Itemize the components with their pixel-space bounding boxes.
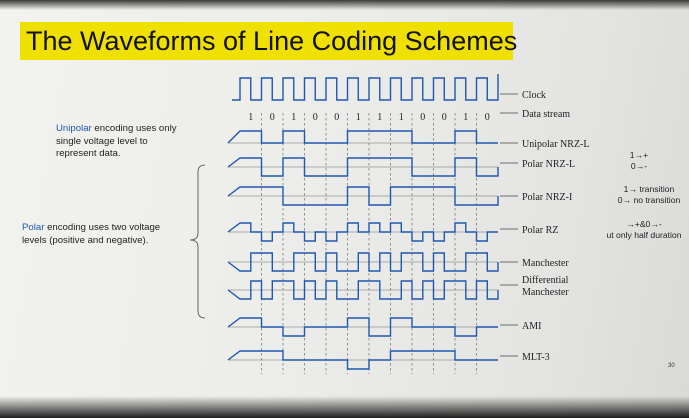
data-bit: 1 — [356, 112, 361, 123]
mlt-3-waveform — [227, 350, 498, 370]
polar-note-line-2: levels (positive and negative). — [22, 234, 149, 246]
polar-highlight: Polar — [22, 222, 45, 233]
page-number: 30 — [668, 363, 675, 369]
note-rz-line-1: →+&0→- — [626, 219, 662, 229]
data-bit: 1 — [399, 112, 404, 123]
clock-label: Clock — [522, 90, 546, 101]
title-highlight — [20, 22, 513, 60]
data-bit: 1 — [291, 112, 296, 123]
page-title: The Waveforms of Line Coding Schemes — [26, 26, 518, 56]
polar-nrz-i-label: Polar NRZ-I — [522, 192, 572, 203]
unipolar-nrz-l-waveform — [227, 130, 498, 144]
note-nrz-l-line-1: 1→+ — [629, 150, 649, 160]
differential-manchester-label: Manchester — [522, 287, 569, 298]
clock-waveform — [232, 74, 499, 101]
mlt-3-row: MLT-3 — [227, 350, 550, 370]
data-bit: 0 — [442, 112, 447, 123]
bit-values: 1 0 1 0 0 1 1 1 0 0 1 0 — [248, 112, 490, 123]
unipolar-note-line-2: single voltage level to — [56, 135, 148, 147]
polar-note-line-1: encoding uses two voltage — [44, 222, 161, 233]
data-bit: 1 — [463, 112, 468, 123]
differential-manchester-label: Differential — [522, 275, 569, 286]
polar-rz-label: Polar RZ — [522, 225, 558, 236]
ami-row: AMI — [227, 317, 541, 337]
polar-nrz-i-row: Polar NRZ-I — [227, 186, 572, 206]
manchester-label: Manchester — [522, 258, 569, 269]
data-bit: 0 — [334, 112, 339, 123]
unipolar-nrz-l-label: Unipolar NRZ-L — [522, 139, 590, 150]
polar-rz-waveform — [227, 222, 498, 242]
note-rz-line-2: ut only half duration — [606, 230, 682, 240]
unipolar-nrz-l-row: Unipolar NRZ-L — [227, 130, 590, 150]
bottom-shadow — [0, 396, 689, 418]
top-shadow — [0, 0, 689, 10]
mlt-3-label: MLT-3 — [522, 352, 550, 363]
polar-bracket — [189, 164, 206, 319]
note-nrz-l-line-2: 0→- — [630, 161, 648, 171]
data-stream-row: 1 0 1 0 0 1 1 1 0 0 1 0 Data stream — [248, 109, 570, 123]
polar-nrz-l-waveform — [227, 157, 499, 177]
line-code-waveforms: Unipolar NRZ-L Polar NRZ-L Polar NRZ-I Pola… — [227, 130, 590, 370]
polar-note: Polar encoding uses two voltage levels (… — [22, 222, 160, 247]
note-nrz-i-line-2: 0→ no transition — [617, 195, 681, 205]
note-nrz-i: 1→ transition 0→ no transition — [608, 184, 689, 206]
data-bit: 1 — [248, 112, 253, 123]
polar-nrz-l-label: Polar NRZ-L — [522, 159, 575, 170]
polar-rz-row: Polar RZ — [227, 222, 558, 242]
polar-nrz-i-waveform — [227, 186, 499, 206]
polar-nrz-l-row: Polar NRZ-L — [227, 157, 575, 177]
note-nrz-i-line-1: 1→ transition — [623, 184, 675, 194]
note-nrz-l: 1→+ 0→- — [612, 150, 666, 172]
clock-row: Clock — [232, 74, 546, 101]
ami-label: AMI — [522, 321, 541, 332]
manchester-row: Manchester — [227, 252, 569, 272]
unipolar-note-line-1: encoding uses only — [91, 123, 177, 134]
manchester-waveform — [227, 252, 499, 272]
unipolar-highlight: Unipolar — [56, 123, 92, 134]
note-rz: →+&0→- ut only half duration — [600, 219, 688, 241]
data-bit: 0 — [313, 112, 318, 123]
ami-waveform — [227, 317, 498, 337]
data-stream-label: Data stream — [522, 109, 570, 120]
differential-manchester-waveform — [227, 280, 499, 300]
unipolar-note: Unipolar encoding uses only single volta… — [56, 123, 177, 161]
data-bit: 0 — [270, 112, 275, 123]
data-bit: 0 — [420, 112, 425, 123]
data-bit: 1 — [377, 112, 382, 123]
unipolar-note-line-3: represent data. — [56, 148, 121, 160]
data-bit: 0 — [485, 112, 490, 123]
